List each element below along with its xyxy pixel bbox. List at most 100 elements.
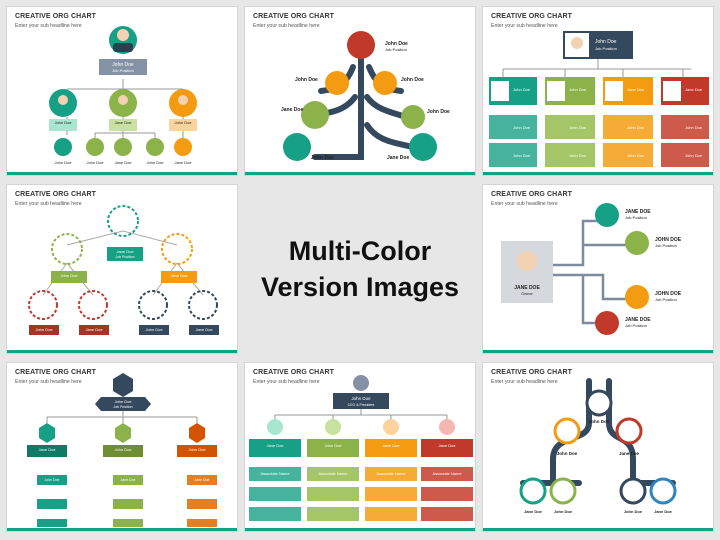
name-label: John Doe (114, 447, 132, 452)
slide-7-thumbnail[interactable]: CREATIVE ORG CHART Enter your sub headli… (6, 362, 238, 532)
org-grid-diagram: John Doe Job Position John Doe John Doe … (489, 31, 709, 167)
slide-2-thumbnail[interactable]: CREATIVE ORG CHART Enter your sub headli… (244, 6, 476, 176)
name-label: John Doe (114, 399, 132, 404)
slide-4-thumbnail[interactable]: CREATIVE ORG CHART Enter your sub headli… (6, 184, 238, 354)
slide-subheading: Enter your sub headline here (253, 379, 320, 385)
slide-3-thumbnail[interactable]: CREATIVE ORG CHART Enter your sub headli… (482, 6, 714, 176)
name-label: John Doe (685, 125, 703, 130)
slide-accent-bar (483, 172, 713, 175)
slide-accent-bar (7, 350, 237, 353)
name-label: John Doe (60, 273, 78, 278)
name-label: John Doe (54, 120, 72, 125)
org-tree-diagram: John Doe Job Position John Doe John Doe … (281, 31, 450, 161)
name-label: John Doe (554, 509, 573, 514)
name-label: JOHN DOE (655, 237, 682, 243)
name-label: Jane Doe (266, 443, 284, 448)
name-label: John Doe (54, 160, 72, 165)
name-label: John Doe (557, 451, 578, 456)
name-label: John Doe (569, 125, 587, 130)
name-label: John Doe (595, 39, 617, 45)
role-label: Job Position (385, 47, 407, 52)
slide-accent-bar (483, 528, 713, 531)
name-label: John Doe (311, 155, 334, 161)
associate-label: Associate Name (376, 471, 406, 476)
slide-subheading: Enter your sub headline here (15, 379, 82, 385)
org-pipe-diagram: John Doe John Doe Jane Doe Jane Doe John… (519, 378, 677, 514)
role-label: Job Position (655, 243, 677, 248)
slide-8-thumbnail[interactable]: CREATIVE ORG CHART Enter your sub headli… (244, 362, 476, 532)
name-label: John Doe (513, 153, 531, 158)
org-badge-diagram: Jane Doe Job Position John Doe Jane Doe … (28, 205, 219, 335)
name-label: Jane Doe (685, 87, 703, 92)
name-label: JANE DOE (625, 317, 651, 323)
name-label: John Doe (188, 447, 206, 452)
slide-heading: CREATIVE ORG CHART (15, 369, 97, 376)
owner-label: Owner (521, 291, 533, 296)
name-label: John Doe (513, 87, 531, 92)
name-label: JANE DOE (625, 209, 651, 215)
name-label: John Doe (385, 41, 408, 47)
slide-accent-bar (7, 172, 237, 175)
name-label: John Doe (589, 419, 610, 424)
name-label: John Doe (627, 125, 645, 130)
name-label: John Doe (569, 87, 587, 92)
role-label: Job Position (625, 215, 647, 220)
center-title: Multi-Color Version Images (260, 236, 460, 302)
name-label: Jane Doe (524, 509, 543, 514)
name-label: Jane Doe (619, 451, 640, 456)
ceo-label: CEO & President (348, 403, 375, 407)
name-label: Jane Doe (114, 160, 132, 165)
name-label: Jane Doe (281, 107, 303, 113)
name-label: John Doe (145, 327, 163, 332)
name-label: Jane Doe (382, 443, 400, 448)
name-label: Jane Doe (627, 87, 645, 92)
name-label: John Doe (351, 396, 371, 401)
name-label: John Doe (569, 153, 587, 158)
name-label: John Doe (401, 77, 424, 83)
name-label: John Doe (427, 109, 450, 115)
slide-heading: CREATIVE ORG CHART (15, 13, 97, 20)
slide-heading: CREATIVE ORG CHART (253, 369, 335, 376)
role-label: Job Position (112, 68, 134, 73)
name-label: Jane Doe (387, 155, 409, 161)
slide-subheading: Enter your sub headline here (491, 379, 558, 385)
name-label: Jane Doe (38, 447, 56, 452)
name-label: JOHN DOE (655, 291, 682, 297)
role-label: Job Position (115, 255, 134, 259)
name-label: Jane Doe (174, 160, 192, 165)
name-label: John Doe (685, 153, 703, 158)
org-table-diagram: John Doe CEO & President Jane Doe John D… (249, 375, 473, 521)
name-label: John Doe (86, 160, 104, 165)
slide-heading: CREATIVE ORG CHART (491, 369, 573, 376)
slide-subheading: Enter your sub headline here (491, 23, 558, 29)
name-label: Jane Doe (170, 273, 188, 278)
name-label: John Doe (146, 160, 164, 165)
slide-9-thumbnail[interactable]: CREATIVE ORG CHART Enter your sub headli… (482, 362, 714, 532)
name-label: John Doe (624, 509, 643, 514)
slide-heading: CREATIVE ORG CHART (491, 191, 573, 198)
slide-subheading: Enter your sub headline here (491, 201, 558, 207)
name-label: John Doe (174, 120, 192, 125)
name-label: John Doe (324, 443, 342, 448)
slide-subheading: Enter your sub headline here (15, 23, 82, 29)
associate-label: Associate Name (432, 471, 462, 476)
slide-heading: CREATIVE ORG CHART (253, 13, 335, 20)
slide-subheading: Enter your sub headline here (15, 201, 82, 207)
slide-subheading: Enter your sub headline here (253, 23, 320, 29)
name-label: JANE DOE (514, 285, 540, 291)
name-label: Jane Doe (114, 120, 132, 125)
slide-6-thumbnail[interactable]: CREATIVE ORG CHART Enter your sub headli… (482, 184, 714, 354)
role-label: Job Position (625, 323, 647, 328)
role-label: Job Position (595, 46, 617, 51)
associate-label: Associate Name (318, 471, 348, 476)
slide-heading: CREATIVE ORG CHART (15, 191, 97, 198)
name-label: John Doe (513, 125, 531, 130)
associate-label: Associate Name (260, 471, 290, 476)
role-label: Job Position (113, 405, 132, 409)
name-label: John Doe (35, 327, 53, 332)
name-label: Jane Doe (195, 327, 213, 332)
name-label: John Doe (112, 62, 134, 68)
slide-1-thumbnail[interactable]: CREATIVE ORG CHART Enter your sub headli… (6, 6, 238, 176)
slide-heading: CREATIVE ORG CHART (491, 13, 573, 20)
